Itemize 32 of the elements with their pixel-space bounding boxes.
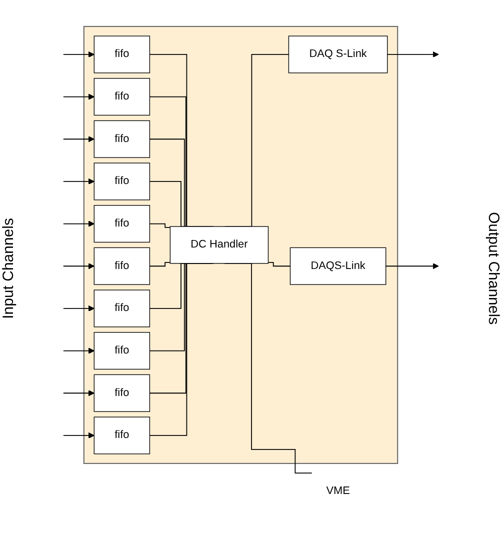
node-box: fifo [94, 120, 150, 158]
node-box: fifo [94, 416, 150, 454]
node-box: fifo [94, 247, 150, 285]
arrow [63, 178, 94, 184]
node-box: fifo [94, 290, 150, 328]
node-box: fifo [94, 78, 150, 116]
arrow [63, 136, 94, 142]
cluster [83, 26, 398, 464]
arrow [63, 262, 94, 269]
node-box: fifo [94, 36, 150, 74]
axis-label: Input Channels [0, 218, 17, 318]
arrow [63, 94, 94, 100]
arrow [63, 348, 94, 354]
arrow [63, 390, 94, 396]
axis-label: Output Channels [485, 212, 502, 324]
node-box: DAQ S-Link [288, 36, 388, 74]
node-box: fifo [94, 204, 150, 242]
node-box: DAQS-Link [290, 247, 386, 285]
arrow [386, 51, 439, 58]
arrow [63, 305, 94, 312]
node-box: fifo [94, 332, 150, 370]
arrow [385, 262, 439, 269]
connector [268, 262, 291, 266]
connector [149, 223, 171, 228]
node-box: fifo [94, 374, 150, 412]
arrow [63, 51, 94, 58]
arrow [63, 220, 94, 227]
node-box: DC Handler [170, 226, 269, 264]
connector [149, 262, 171, 266]
arrow [63, 432, 94, 438]
node-box: fifo [94, 162, 150, 200]
node-text: VME [326, 485, 350, 497]
